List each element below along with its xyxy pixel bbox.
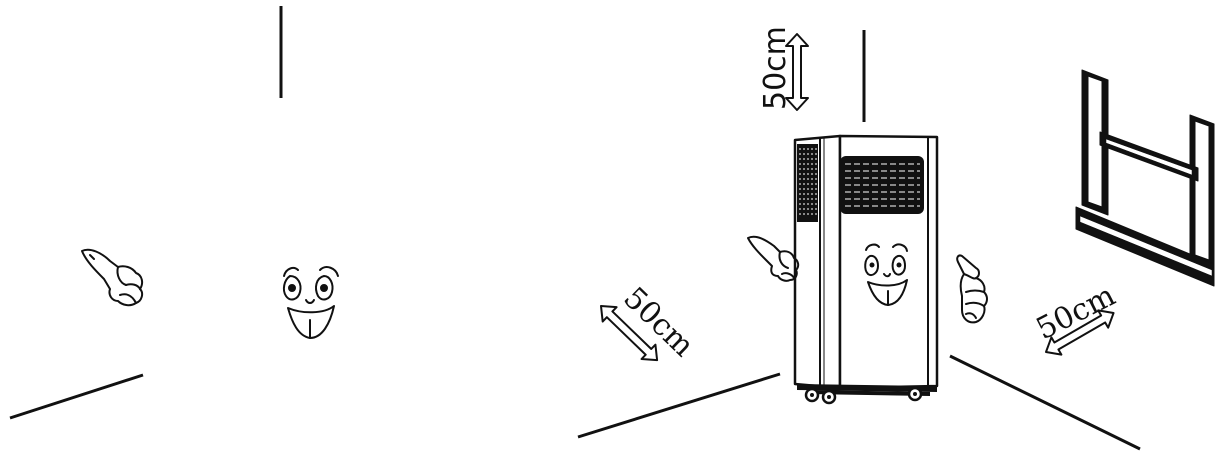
left-room-panel xyxy=(9,6,339,420)
thumbs-up-hand-icon xyxy=(81,248,144,307)
window-icon xyxy=(1075,69,1215,287)
smiling-face-icon xyxy=(282,266,339,339)
top-clearance-label: 50cm xyxy=(758,26,793,110)
thumbs-up-hand-icon xyxy=(747,235,800,282)
right-clearance-arrow xyxy=(1045,309,1115,356)
left-clearance-label: 50cm xyxy=(616,281,700,364)
right-room-floor-edge-left xyxy=(577,372,781,439)
left-room-floor-edge xyxy=(9,373,144,420)
air-conditioner-icon xyxy=(793,134,939,405)
left-clearance-arrow xyxy=(600,305,659,362)
right-room-floor-edge-right xyxy=(949,354,1141,451)
pointing-hand-icon xyxy=(956,254,988,324)
right-room-panel: 50cm 50cm 50cm xyxy=(577,26,1215,451)
top-clearance-arrow xyxy=(785,33,809,111)
